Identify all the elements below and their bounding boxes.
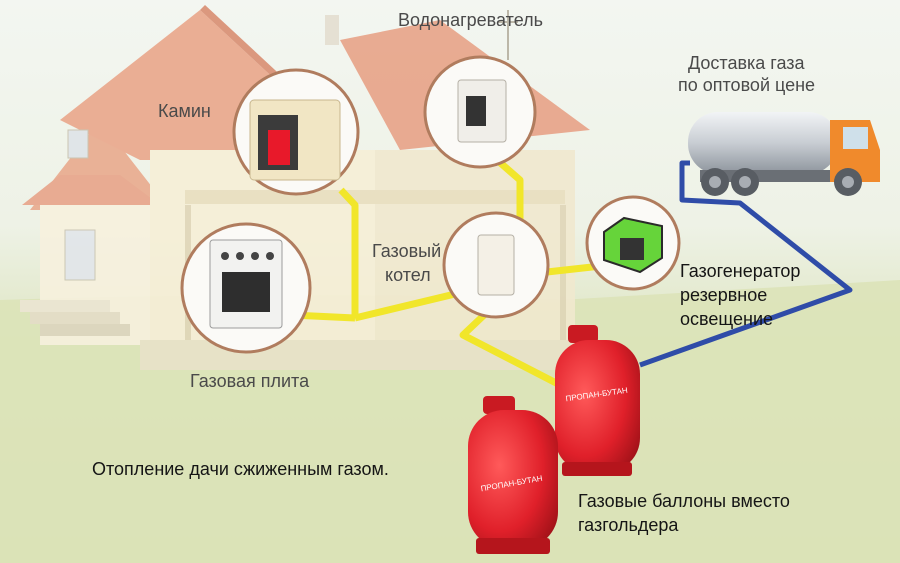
gas-truck xyxy=(688,112,880,196)
label-water-heater: Водонагреватель xyxy=(398,10,543,30)
boiler-medallion xyxy=(442,211,550,319)
label-cylinders-line1: Газовые баллоны вместо xyxy=(578,491,790,511)
label-cylinders-line2: газгольдера xyxy=(578,515,679,535)
label-generator-line1: Газогенератор xyxy=(680,261,801,281)
generator-medallion xyxy=(585,195,681,291)
water-heater-medallion xyxy=(423,55,537,169)
label-generator-line3: освещение xyxy=(680,309,774,329)
stove-medallion xyxy=(180,222,312,354)
gas-cylinder-back: ПРОПАН-БУТАН xyxy=(555,325,640,476)
label-boiler-line2: котел xyxy=(385,265,431,285)
caption: Отопление дачи сжиженным газом. xyxy=(92,459,389,479)
label-delivery-line1: Доставка газа xyxy=(688,53,805,73)
label-generator-line2: резервное xyxy=(680,285,768,305)
label-fireplace: Камин xyxy=(158,101,211,121)
label-stove: Газовая плита xyxy=(190,371,310,391)
gas-cylinder-front: ПРОПАН-БУТАН xyxy=(468,396,558,554)
label-delivery-line2: по оптовой цене xyxy=(678,75,816,95)
fireplace-medallion xyxy=(232,68,360,196)
delivery-hose xyxy=(639,160,853,368)
label-boiler-line1: Газовый xyxy=(372,241,442,261)
